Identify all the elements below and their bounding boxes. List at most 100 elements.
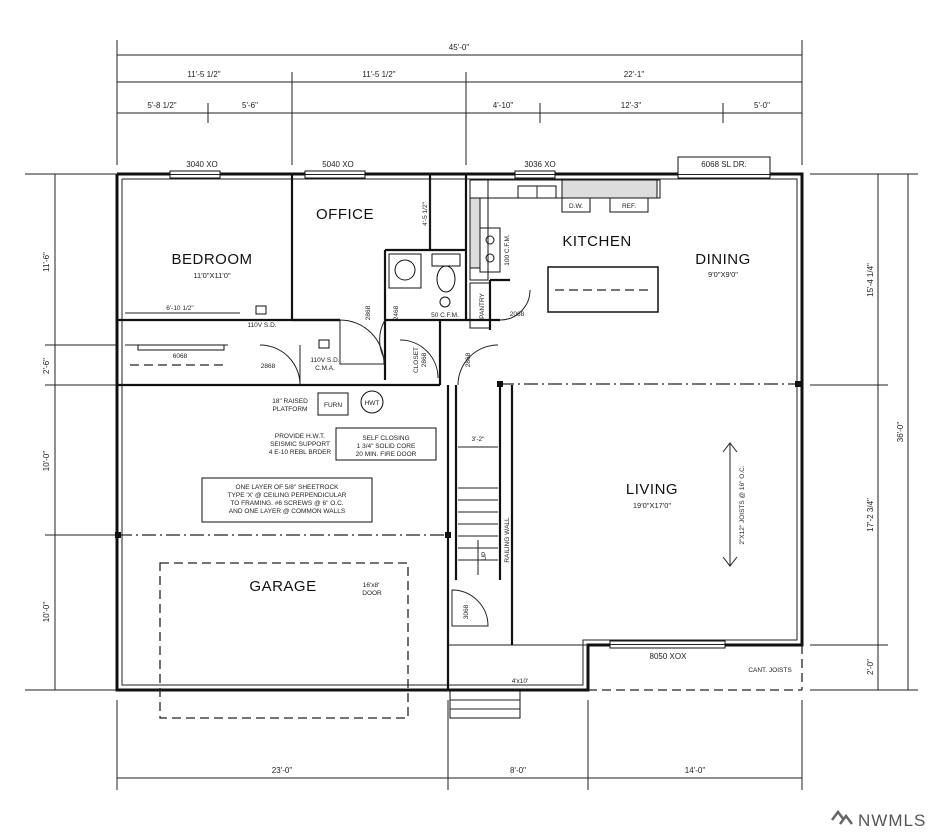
garage-label: GARAGE bbox=[249, 578, 316, 595]
left-dimensions: 11'-6" 2'-6" 10'-0" 10'-0" bbox=[25, 173, 117, 691]
shower-tub bbox=[388, 253, 422, 289]
bedroom-details: 6'-10 1/2" 110V S.D. 6068 bbox=[125, 305, 277, 366]
porch-details: 4'x10' CANT. JOISTS bbox=[449, 645, 803, 719]
bottom-dim-3: 14'-0" bbox=[685, 766, 706, 775]
top-dim-7: 12'-3" bbox=[621, 101, 642, 110]
bedroom-smoke-detector-icon bbox=[255, 305, 267, 315]
left-dim-4: 10'-0" bbox=[42, 602, 51, 623]
kitchen-island bbox=[547, 266, 659, 313]
right-dim-1: 15'-4 1/4" bbox=[866, 263, 875, 297]
toilet-icon bbox=[436, 265, 456, 293]
porch-label: 4'x10' bbox=[512, 678, 529, 685]
door-2868-b-label: 2868 bbox=[261, 363, 276, 370]
bedroom-closet-label: 6068 bbox=[173, 353, 188, 360]
dishwasher bbox=[561, 197, 591, 213]
dining-door-label: 6068 SL DR. bbox=[701, 160, 747, 169]
left-dim-2: 2'-6" bbox=[42, 358, 51, 374]
office-dim-label: 4'-5 1/2" bbox=[422, 201, 429, 225]
office-label: OFFICE bbox=[316, 206, 374, 223]
office-bath-details: 4'-5 1/2" 50 C.F.M. bbox=[388, 180, 461, 319]
overall-width-label: 45'-0" bbox=[449, 43, 470, 52]
stair-up-label: UP bbox=[481, 551, 488, 560]
dining-label: DINING bbox=[695, 251, 751, 268]
bath-fan-icon bbox=[439, 296, 451, 308]
water-heater bbox=[360, 390, 384, 414]
water-heater-label: HWT bbox=[365, 400, 380, 407]
garage-door-size: 16'x8' bbox=[363, 582, 380, 589]
top-dimensions: 45'-0" 11'-5 1/2" 11'-5 1/2" 22'-1" 5'-8… bbox=[116, 40, 803, 165]
railing-wall-label: RAILING WALL bbox=[504, 517, 511, 563]
bedroom-label: BEDROOM bbox=[171, 251, 252, 268]
smoke-co-label: 110V S.D.C.M.A. bbox=[310, 357, 339, 372]
pantry bbox=[469, 282, 491, 329]
sink-icon bbox=[394, 259, 416, 281]
bottom-dim-2: 8'-0" bbox=[510, 766, 526, 775]
dining-slider-door bbox=[677, 156, 771, 179]
garage-details: 16'x8' DOOR bbox=[159, 562, 409, 719]
top-dim-8: 5'-0" bbox=[754, 101, 770, 110]
top-dim-6: 4'-10" bbox=[493, 101, 514, 110]
right-dimensions: 36'-0" 15'-4 1/4" 17'-2 3/4" 2'-0" bbox=[810, 173, 918, 691]
door-2068-label: 2068 bbox=[510, 311, 525, 318]
furnace bbox=[317, 392, 349, 416]
nwmls-logo-icon bbox=[831, 809, 853, 825]
top-dim-2: 11'-5 1/2" bbox=[362, 70, 395, 79]
joist-arrow: 2"X12" JOISTS @ 16" O.C. bbox=[722, 442, 746, 567]
kitchen-details: D.W. REF. 100 C.F.M. PANTRY bbox=[469, 179, 661, 329]
kitchen-label: KITCHEN bbox=[562, 233, 631, 250]
bottom-dimensions: 23'-0" 8'-0" 14'-0" bbox=[116, 700, 803, 790]
watermark-text: NWMLS bbox=[858, 811, 926, 830]
office-window-label: 5040 XO bbox=[322, 160, 354, 169]
garage-door-word: DOOR bbox=[362, 590, 382, 597]
right-dim-2: 17'-2 3/4" bbox=[866, 498, 875, 532]
stairs: 3'-2" UP RAILING WALL bbox=[458, 436, 511, 575]
right-overall-label: 36'-0" bbox=[896, 422, 905, 443]
bath-fan-label: 50 C.F.M. bbox=[431, 312, 459, 319]
doors: 2868 2468 2868 CLOSET2868 2068 2868 3068… bbox=[259, 289, 531, 627]
top-dim-3: 22'-1" bbox=[624, 70, 645, 79]
door-2868-a-label: 2868 bbox=[365, 305, 372, 320]
beam-lines bbox=[115, 381, 801, 538]
bedroom-window-label: 3040 XO bbox=[186, 160, 218, 169]
joist-label: 2"X12" JOISTS @ 16" O.C. bbox=[739, 465, 746, 544]
fire-door-note-box bbox=[335, 427, 437, 461]
refrigerator bbox=[609, 197, 649, 213]
left-dim-3: 10'-0" bbox=[42, 451, 51, 472]
furnace-label: FURN bbox=[324, 402, 342, 409]
living-window-label: 8050 XOX bbox=[650, 652, 688, 661]
bedroom-size: 11'0"X11'0" bbox=[193, 271, 230, 280]
room-labels: BEDROOM 11'0"X11'0" OFFICE KITCHEN DININ… bbox=[171, 206, 750, 595]
door-2868-c-label: 2868 bbox=[465, 352, 472, 367]
nwmls-watermark: NWMLS bbox=[831, 809, 926, 830]
bedroom-smoke-label: 110V S.D. bbox=[247, 322, 276, 329]
sheetrock-note-box bbox=[201, 477, 373, 523]
dishwasher-label: D.W. bbox=[569, 203, 583, 210]
stair-width-label: 3'-2" bbox=[472, 436, 486, 443]
garage-door bbox=[159, 562, 409, 719]
right-dim-3: 2'-0" bbox=[866, 659, 875, 675]
top-dim-1: 11'-5 1/2" bbox=[187, 70, 220, 79]
bedroom-width-label: 6'-10 1/2" bbox=[166, 305, 194, 312]
living-label: LIVING bbox=[626, 481, 678, 498]
windows: 3040 XO 5040 XO 3036 XO 6068 SL DR. 8050… bbox=[169, 156, 771, 661]
cant-joists-label: CANT. JOISTS bbox=[748, 667, 792, 674]
top-dim-4: 5'-8 1/2" bbox=[147, 101, 176, 110]
left-dim-1: 11'-6" bbox=[42, 252, 51, 272]
top-dim-5: 5'-6" bbox=[242, 101, 258, 110]
smoke-co-detector-icon bbox=[318, 339, 330, 349]
pantry-label: PANTRY bbox=[479, 292, 486, 318]
door-2468-a-label: 2468 bbox=[393, 305, 400, 320]
garage-door-label: 16'x8' DOOR bbox=[362, 582, 382, 597]
interior-walls bbox=[117, 174, 514, 645]
range bbox=[479, 227, 501, 273]
dining-size: 9'0"X9'0" bbox=[708, 270, 738, 279]
bottom-dim-1: 23'-0" bbox=[272, 766, 293, 775]
refrigerator-label: REF. bbox=[622, 203, 636, 210]
kitchen-window-label: 3036 XO bbox=[524, 160, 556, 169]
